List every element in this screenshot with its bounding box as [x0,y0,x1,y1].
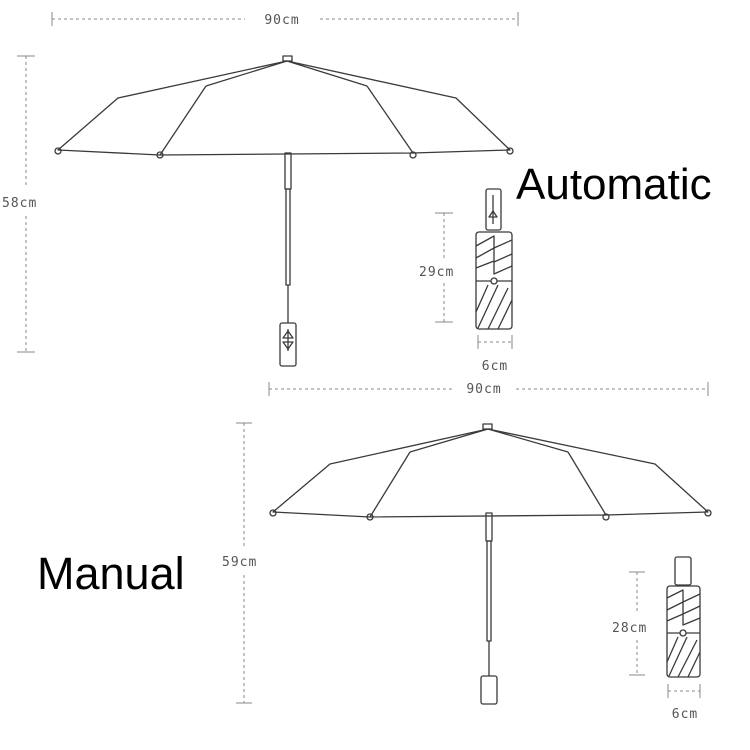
manual-folded-length-label: 28cm [612,621,647,636]
automatic-folded-length-label: 29cm [419,265,454,280]
automatic-section: 90cm 58cm Auto [2,12,712,374]
manual-folded-umbrella-icon [666,556,701,678]
automatic-folded-umbrella-icon [475,188,513,330]
manual-section: 90cm 59cm Manual [37,382,712,722]
automatic-width-label: 90cm [264,13,299,28]
manual-label: Manual [37,548,185,599]
automatic-label: Automatic [516,160,712,209]
manual-folded-width-dimension [667,684,701,698]
manual-open-umbrella-icon [269,423,712,705]
manual-height-label: 59cm [222,555,257,570]
automatic-height-dimension [17,55,35,353]
manual-folded-length-dimension [629,571,645,676]
automatic-folded-width-label: 6cm [482,359,508,374]
automatic-open-umbrella-icon [54,55,514,367]
manual-width-label: 90cm [466,382,501,397]
manual-width-dimension [268,382,709,396]
manual-height-dimension [236,422,252,704]
automatic-folded-width-dimension [477,335,513,349]
automatic-height-label: 58cm [2,196,37,211]
manual-folded-width-label: 6cm [672,707,698,722]
automatic-folded-length-dimension [435,212,453,323]
automatic-width-dimension [51,12,519,26]
